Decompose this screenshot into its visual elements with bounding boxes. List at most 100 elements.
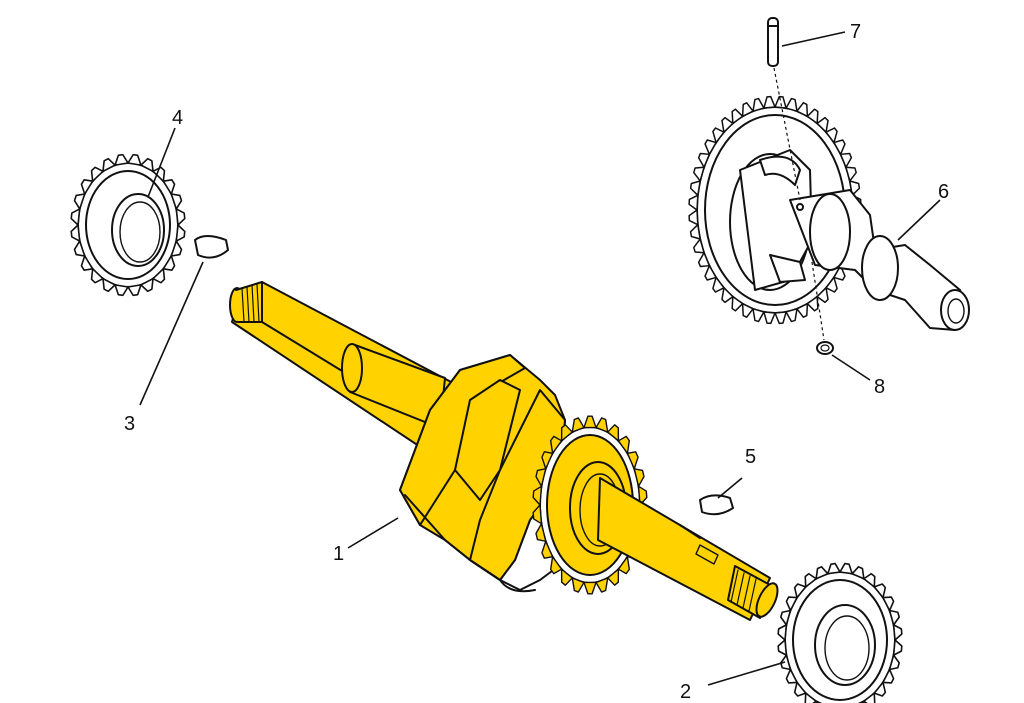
gear-tooth <box>731 108 744 125</box>
gear-tooth <box>873 681 887 697</box>
gear-tooth <box>826 562 841 575</box>
gear-tooth <box>693 166 705 182</box>
callout-label-1: 1 <box>333 543 344 565</box>
gear-tooth <box>806 108 819 125</box>
gear-tooth <box>532 485 543 506</box>
gear-tooth <box>839 562 854 575</box>
gear-tooth <box>127 153 142 166</box>
leader-line-3 <box>139 261 204 406</box>
gear-tooth <box>892 624 903 641</box>
gear-tooth <box>774 95 787 109</box>
woodruff-key-part-3[interactable] <box>194 235 229 259</box>
gear-tooth <box>712 276 725 293</box>
gear-tooth <box>541 451 554 470</box>
gear-tooth <box>845 166 857 182</box>
gear-tooth <box>793 681 807 697</box>
gear-tooth <box>571 577 585 593</box>
callout-label-4: 4 <box>172 107 183 129</box>
callout-label-8: 8 <box>874 376 885 398</box>
gear-tooth <box>763 95 776 109</box>
gear-tooth <box>806 295 819 312</box>
callout-label-5: 5 <box>745 446 756 468</box>
gear-tooth <box>583 581 597 595</box>
gear-tooth <box>796 302 809 318</box>
gear-tooth <box>73 193 86 210</box>
callout-label-2: 2 <box>680 681 691 703</box>
gear-tooth <box>704 139 717 156</box>
gear-tooth <box>127 284 142 297</box>
gear-tooth <box>607 424 620 442</box>
gear-tooth <box>140 277 154 293</box>
gear-tooth <box>882 668 895 684</box>
pin-part-7[interactable] <box>767 17 779 67</box>
leader-line-2 <box>707 661 786 686</box>
gear-tooth <box>882 596 895 612</box>
leader-line-5 <box>717 477 743 499</box>
callout-label-3: 3 <box>124 413 135 435</box>
gear-tooth <box>689 180 701 197</box>
gear-tooth <box>595 577 609 593</box>
gear-tooth <box>697 252 711 268</box>
gear-tooth <box>170 193 183 210</box>
gear-tooth <box>571 417 585 433</box>
gear-tooth <box>752 97 765 112</box>
gear-tooth <box>731 295 744 312</box>
gear-tooth <box>785 308 798 323</box>
gear-tooth <box>697 152 711 168</box>
gear-tooth <box>780 609 792 626</box>
gear-tooth <box>617 556 631 575</box>
gear-tooth <box>689 223 701 240</box>
gear-tooth <box>175 208 186 226</box>
nut-part-8[interactable] <box>816 341 834 355</box>
gear-tooth <box>741 302 754 318</box>
gear-tooth <box>892 639 903 656</box>
gear-tooth <box>839 152 853 168</box>
gear-tooth <box>873 583 887 599</box>
gear-tooth <box>851 566 865 580</box>
leader-line-8 <box>831 354 871 381</box>
camshaft-part-6[interactable] <box>688 95 970 331</box>
gear-tooth <box>560 424 573 442</box>
gear-part-4[interactable] <box>70 153 186 297</box>
gear-tooth <box>863 572 876 588</box>
gear-tooth <box>833 139 846 156</box>
gear-tooth <box>793 583 807 599</box>
gear-tooth <box>704 264 717 281</box>
gear-part-2[interactable] <box>777 562 903 703</box>
gear-tooth <box>90 166 104 182</box>
leader-line-1 <box>347 517 399 549</box>
gear-tooth <box>535 522 547 542</box>
gear-tooth <box>549 435 563 454</box>
gear-tooth <box>80 179 94 195</box>
gear-tooth <box>774 311 787 325</box>
gear-tooth <box>693 238 705 254</box>
gear-tooth <box>785 596 798 612</box>
callout-labels: 1 2 3 4 5 6 7 8 <box>124 21 949 703</box>
gear-tooth <box>162 179 176 195</box>
gear-tooth <box>114 153 129 166</box>
gear-tooth <box>712 127 725 144</box>
gear-tooth <box>560 568 573 586</box>
gear-tooth <box>785 668 798 684</box>
gear-tooth <box>816 116 829 133</box>
gear-tooth <box>804 692 817 703</box>
gear-tooth <box>752 308 765 323</box>
gear-tooth <box>73 240 86 257</box>
gear-tooth <box>721 116 734 133</box>
leader-line-7 <box>781 31 846 47</box>
gear-tooth <box>140 157 154 173</box>
gear-tooth <box>816 287 829 304</box>
gear-tooth <box>583 415 597 429</box>
gear-tooth <box>633 468 645 488</box>
crankshaft-part-1[interactable] <box>229 281 782 621</box>
woodruff-key-part-5[interactable] <box>699 494 734 516</box>
gear-tooth <box>688 209 699 226</box>
leader-line-4 <box>147 127 176 198</box>
callout-label-7: 7 <box>850 21 861 43</box>
gear-tooth <box>102 277 116 293</box>
gear-tooth <box>549 556 563 575</box>
gear-tooth <box>763 311 776 325</box>
gear-tooth <box>637 485 648 506</box>
